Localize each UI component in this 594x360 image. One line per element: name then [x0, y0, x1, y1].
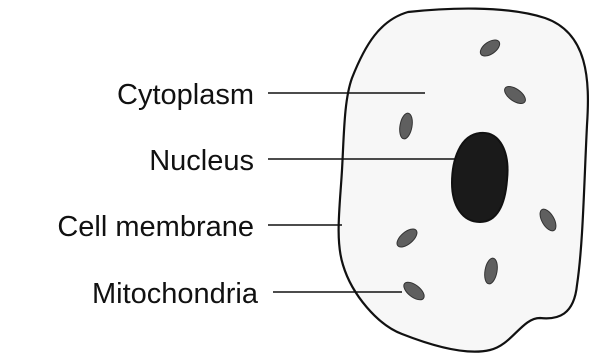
nucleus-shape — [452, 133, 508, 222]
nucleus-label: Nucleus — [149, 145, 254, 177]
cell-membrane-label: Cell membrane — [57, 211, 254, 243]
mitochondria-label: Mitochondria — [92, 278, 259, 310]
cytoplasm-label: Cytoplasm — [117, 79, 254, 111]
